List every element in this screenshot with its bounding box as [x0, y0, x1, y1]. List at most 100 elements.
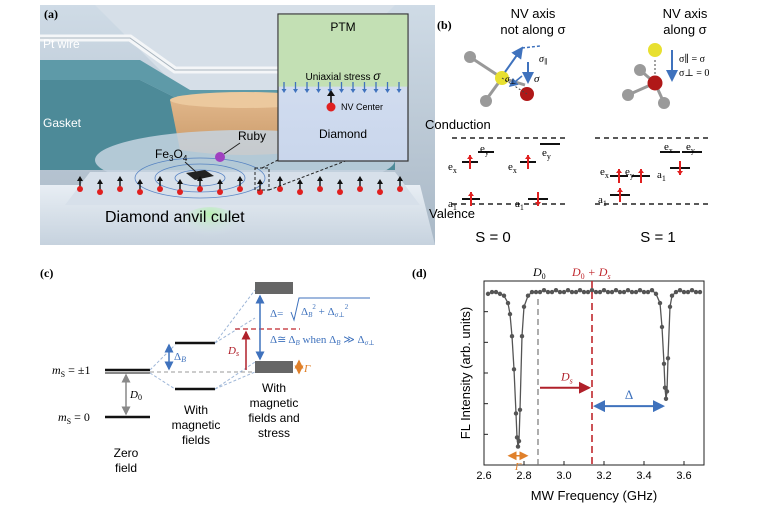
data-point — [553, 288, 559, 293]
data-point — [557, 289, 563, 295]
with-stress-l4: stress — [258, 426, 290, 440]
ex-label: ex — [448, 161, 457, 175]
data-point — [597, 289, 603, 295]
gamma-label-c: Γ — [303, 363, 311, 375]
panel-c-label: (c) — [40, 266, 53, 280]
data-point — [669, 293, 675, 298]
spectrum-line — [487, 289, 700, 447]
data-point — [549, 289, 555, 295]
panel-b: (b) NV axis not along σ NV axis along σ … — [425, 6, 712, 246]
s0-label: S = 0 — [475, 229, 510, 246]
data-point — [521, 304, 527, 309]
data-point — [689, 288, 695, 293]
delta-b-label: ΔB — [174, 351, 186, 364]
ex-label: ex — [600, 166, 609, 180]
data-point — [629, 289, 635, 295]
data-point — [613, 288, 619, 293]
data-point — [653, 291, 659, 297]
with-mag-l1: With — [184, 403, 208, 417]
a1-label: a1 — [598, 194, 607, 208]
data-point — [589, 288, 595, 293]
stress-upper-band — [255, 282, 293, 294]
data-point — [507, 311, 513, 317]
data-point — [516, 438, 522, 444]
x-tick-label: 3.6 — [676, 470, 691, 482]
x-axis-label: MW Frequency (GHz) — [531, 488, 657, 503]
data-point — [533, 289, 539, 295]
right-eq1: σ∥ = σ — [679, 53, 706, 65]
data-point — [565, 288, 571, 293]
data-point — [601, 288, 607, 293]
data-point — [681, 289, 687, 295]
sigma-parallel-label: σ∥ — [539, 54, 547, 66]
x-tick-label: 3.4 — [636, 470, 651, 482]
ex-label: ex — [508, 161, 517, 175]
gamma-label-d: Γ — [514, 461, 522, 473]
with-mag-l2: magnetic — [172, 418, 221, 432]
nv-center-dot — [377, 189, 383, 195]
sigma-left-label: σ — [534, 73, 540, 85]
a1-label: a1 — [448, 198, 457, 212]
ruby-label: Ruby — [238, 129, 266, 143]
nv-center-label: NV Center — [341, 102, 383, 112]
d0-marker-label: D0 — [532, 265, 546, 281]
nv-center-dot — [77, 186, 83, 192]
zero-field-l1: Zero — [114, 446, 139, 460]
data-point — [525, 293, 531, 298]
data-point — [645, 289, 651, 295]
fe3o4-label: Fe3O4 — [155, 147, 188, 163]
data-point — [505, 300, 511, 306]
ruby-particle — [215, 152, 225, 162]
data-point — [585, 289, 591, 295]
data-point — [637, 288, 643, 293]
nv-center-dot — [357, 186, 363, 192]
ey-label: ey — [686, 141, 695, 155]
d0-label: D0 — [129, 389, 142, 402]
delta-arrow-label: Δ — [625, 387, 633, 402]
fe3o4-sample — [186, 170, 214, 180]
delta-equation: Δ= — [270, 308, 283, 320]
data-point — [577, 288, 583, 293]
nitrogen-right — [648, 43, 662, 57]
panel-a-label: (a) — [44, 7, 58, 21]
delta-equation-body: ΔB2 + Δσ⊥2 — [301, 303, 349, 319]
d0ds-marker-label: D0 + Ds — [571, 265, 611, 281]
gasket-label: Gasket — [43, 116, 82, 130]
data-point — [697, 289, 703, 295]
left-title-line1: NV axis — [511, 6, 556, 21]
ptm-region — [278, 14, 408, 87]
data-point — [515, 444, 521, 449]
data-point — [659, 324, 665, 330]
a1-label: a1 — [515, 198, 524, 212]
nv-center-dot — [97, 189, 103, 195]
data-point — [537, 289, 543, 295]
data-point — [581, 289, 587, 295]
data-point — [519, 334, 525, 339]
nv-center-dot — [117, 186, 123, 192]
ey-label: ey — [542, 147, 551, 161]
data-point — [485, 291, 491, 297]
ey-label: ey — [625, 166, 634, 180]
data-point — [497, 291, 503, 297]
s1-label: S = 1 — [640, 229, 675, 246]
data-point — [685, 289, 691, 295]
panel-c: (c) D0 mS = ±1 mS = 0 ΔB Ds Γ Δ= — [40, 266, 375, 475]
data-point — [633, 289, 639, 295]
panel-a: (a) Pt wire Gasket Ruby Fe3O4 Diamond an… — [40, 5, 435, 245]
data-point — [511, 367, 517, 372]
ds-label: Ds — [227, 345, 239, 358]
data-point — [661, 361, 667, 366]
data-point — [605, 289, 611, 295]
x-tick-label: 2.8 — [516, 470, 531, 482]
ey-label: ey — [480, 143, 489, 157]
data-point — [677, 288, 683, 293]
data-point — [509, 334, 515, 339]
sigma-perp-label: σ⊥ — [505, 74, 516, 86]
nv-center-dot — [326, 102, 336, 112]
data-point — [641, 289, 647, 295]
diamond-label: Diamond — [319, 127, 367, 141]
ptm-label: PTM — [330, 20, 355, 34]
